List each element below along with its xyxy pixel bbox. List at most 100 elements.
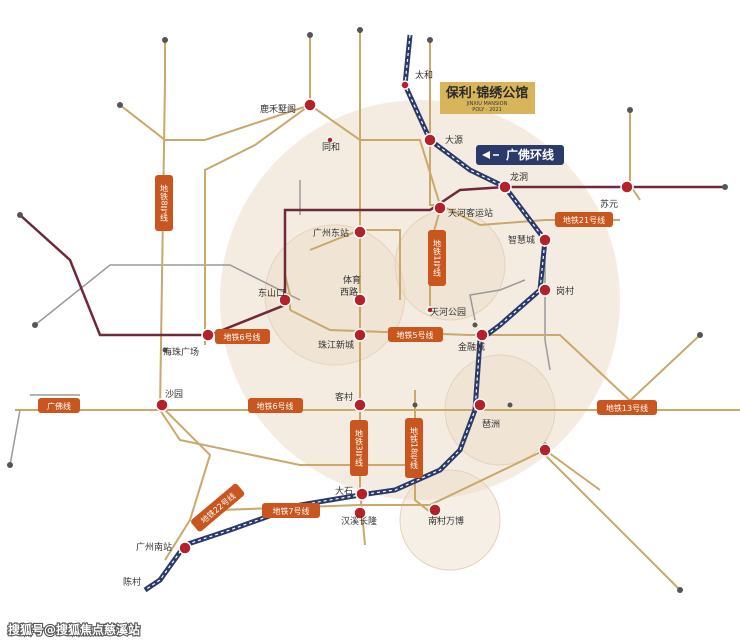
- endpoint-dot: [677, 587, 683, 593]
- badge-line-3-label: 地铁3号线: [355, 428, 364, 466]
- station-marker-kecun: [353, 398, 367, 412]
- arrow-left-icon: [482, 151, 490, 159]
- line-dsk: [284, 274, 291, 310]
- station-label-haizhuguangchang: 海珠广场: [163, 346, 199, 358]
- badge-line-7-label: 地铁7号线: [272, 506, 309, 516]
- station-label-suyuan: 苏元: [600, 198, 618, 210]
- station-label-zhujiangxincheng: 珠江新城: [318, 339, 354, 351]
- station-label-dashi: 大石: [335, 485, 353, 497]
- badge-line-guangfo-bg: [38, 398, 80, 413]
- station-marker-tiyuxilu: [353, 293, 367, 307]
- badge-line-21-label: 地铁21号线: [563, 215, 605, 225]
- endpoint-dot: [32, 322, 38, 328]
- badge-line-21-bg: [555, 212, 613, 227]
- badge-line-6-label: 地铁6号线: [223, 332, 260, 342]
- line-8: [158, 40, 420, 466]
- station-label-shayuan: 沙园: [165, 389, 183, 400]
- ring-line-dash: [144, 34, 546, 591]
- station-label-gangcun: 岗村: [556, 285, 574, 297]
- bg-circle-large: [220, 100, 620, 500]
- line-6-maroon: [19, 185, 725, 337]
- station-label-luhe: 鹿禾墅阁: [260, 103, 296, 115]
- badge-line-6b-label: 地铁6号线: [256, 401, 293, 411]
- station-marker-tianhekeyun: [433, 201, 447, 215]
- station-marker-east-pazhou: [538, 443, 552, 457]
- badge-line-21: 地铁21号线: [555, 212, 613, 227]
- gray-line-west: [9, 409, 160, 466]
- station-label-dayuan: 大源: [445, 134, 463, 146]
- watermark-text: 搜狐号@搜狐焦点慈溪站: [8, 622, 140, 637]
- ring-line-badge: 广佛环线: [476, 145, 564, 165]
- endpoint-dot: [307, 32, 313, 38]
- endpoint-dot: [627, 107, 633, 113]
- badge-line-18-label: 地铁18号线: [410, 426, 419, 469]
- badge-line-22-label: 地铁22号线: [199, 491, 238, 526]
- background-circles: [220, 100, 620, 571]
- station-marker-tianhegongyuan: [426, 306, 434, 314]
- station-marker-haizhuguangchang: [201, 328, 215, 342]
- logo-background: [440, 82, 535, 114]
- station-label-pazhou: 琶洲: [482, 419, 500, 430]
- endpoint-dot: [117, 102, 123, 108]
- line-north-west-loop: [204, 35, 311, 345]
- badge-line-13-label: 地铁13号线: [606, 403, 648, 413]
- station-label-chencun: 陈村: [123, 576, 141, 588]
- gray-line-east: [544, 240, 551, 371]
- station-label-jinrongcheng: 金融城: [458, 341, 485, 353]
- gray-line-northwest: [34, 264, 301, 326]
- station-label-guangzhounan: 广州南站: [136, 541, 172, 553]
- station-label-taihe: 太和: [415, 69, 433, 81]
- watermark: 搜狐号@搜狐焦点慈溪站: [7, 621, 141, 638]
- badge-line-6b: 地铁6号线: [248, 398, 303, 413]
- endpoint-dot: [7, 462, 13, 468]
- badge-line-1-label: 地铁1号线: [433, 238, 442, 276]
- line-southeast: [539, 449, 681, 591]
- station-label-dongshankou: 东山口: [258, 287, 285, 299]
- station-marker-suyuan: [620, 180, 634, 194]
- endpoint-dot: [697, 332, 703, 338]
- station-marker-hanxichanglong: [353, 506, 367, 520]
- badge-line-5-label: 地铁5号线: [396, 330, 433, 340]
- endpoint-dot: [427, 37, 433, 43]
- station-label-guangzhoudong: 广州东站: [313, 227, 349, 239]
- badge-line-7: 地铁7号线: [262, 503, 320, 518]
- station-marker-shayuan: [155, 398, 169, 412]
- station-label-longdong: 龙洞: [510, 171, 528, 183]
- station-marker-guangzhounan: [178, 541, 192, 555]
- badge-line-guangfo: 广佛线: [38, 398, 80, 413]
- logo-sub1: JINXIU MANSION: [466, 101, 508, 107]
- station-markers: [155, 80, 634, 555]
- badge-line-8-bg: [155, 175, 173, 231]
- badge-line-3: 地铁3号线: [350, 420, 368, 476]
- station-label-tiyuxilu-2: 西路: [340, 286, 358, 298]
- badge-line-13-bg: [597, 400, 657, 415]
- badge-line-18-bg: [405, 418, 423, 478]
- station-marker-jinrongcheng: [475, 328, 489, 342]
- bg-circle-tianhe: [394, 209, 506, 321]
- station-label-tianhekeyun: 天河客运站: [448, 207, 493, 219]
- ring-line: [143, 34, 548, 593]
- badge-line-6b-bg: [248, 398, 303, 413]
- station-marker-nancunwanbo: [428, 503, 442, 517]
- badge-line-3-bg: [350, 420, 368, 476]
- bg-circle-tiyu: [264, 224, 406, 366]
- badge-line-1-bg: [428, 230, 446, 286]
- line-22: [159, 404, 212, 561]
- station-labels: 太和 大源 龙洞 苏元 鹿禾墅阁 同和 天河客运站 广州东站 智慧城 体育 西路…: [123, 69, 618, 588]
- station-label-tonghe: 同和: [322, 142, 340, 153]
- station-label-nancunwanbo: 南村万博: [428, 515, 464, 527]
- badge-line-22-bg: [191, 483, 245, 532]
- badge-line-8: 地铁8号线: [155, 175, 173, 231]
- badge-line-18: 地铁18号线: [405, 418, 423, 478]
- endpoint-dot: [162, 37, 168, 43]
- badge-line-7-bg: [262, 503, 320, 518]
- station-label-kecun: 客村: [335, 391, 353, 403]
- endpoint-dot: [412, 402, 418, 408]
- station-label-tianhegongyuan: 天河公园: [430, 306, 466, 318]
- badge-line-1: 地铁1号线: [428, 230, 446, 286]
- badge-line-8-label: 地铁8号线: [160, 183, 169, 221]
- endpoint-dot: [507, 402, 513, 408]
- station-label-zhihuicheng: 智慧城: [508, 234, 535, 246]
